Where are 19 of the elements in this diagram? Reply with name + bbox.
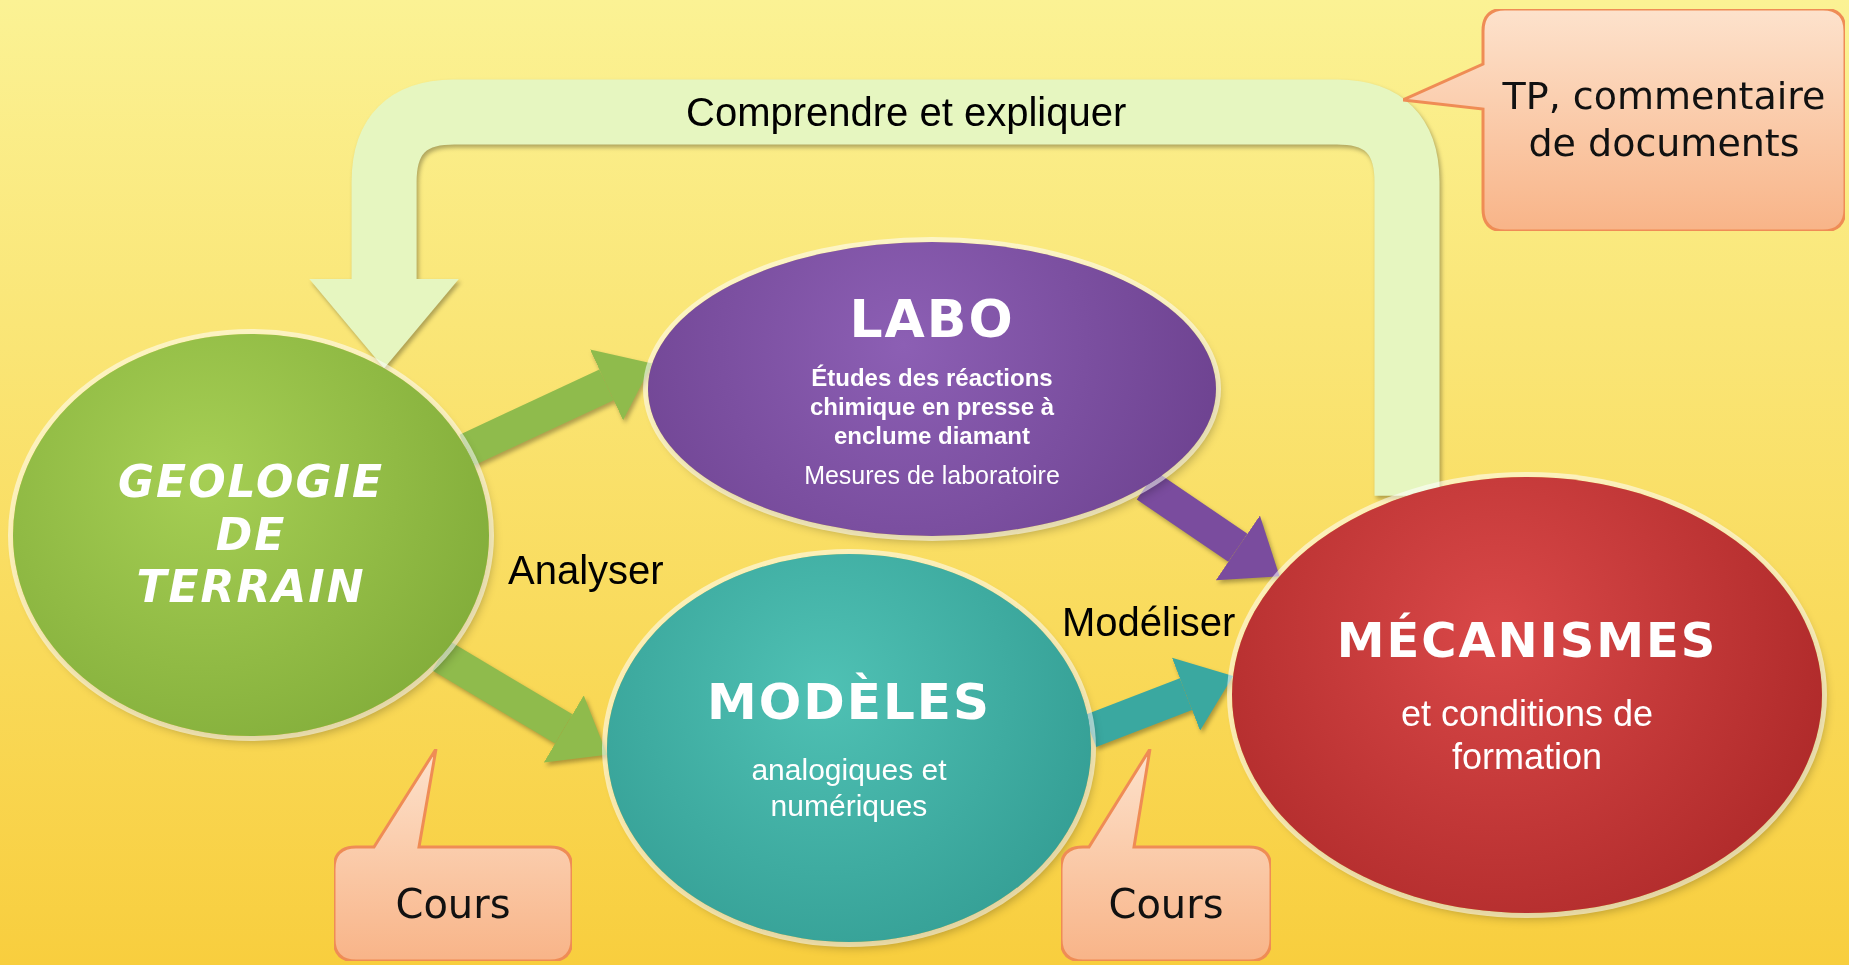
title-text: GEOLOGIE DE TERRAIN	[117, 455, 385, 615]
description-text: Mesures de laboratoire	[804, 460, 1060, 491]
description-text: Études des réactions chimique en presse à enclume diamant	[808, 364, 1056, 451]
speech-bubble	[334, 749, 572, 961]
callout-text: TP, commentaire de documents	[1501, 72, 1827, 167]
description-text: analogiques et numériques	[750, 752, 948, 824]
speech-bubble	[1403, 9, 1845, 231]
step-label: Modéliser	[1062, 600, 1236, 645]
title-text: MODÈLES	[707, 672, 991, 732]
block-arrow	[459, 349, 653, 466]
description-text: et conditions de formation	[1399, 691, 1655, 778]
title-text: MÉCANISMES	[1336, 612, 1718, 670]
callout-text: Cours	[394, 880, 512, 929]
block-arrow	[309, 79, 1440, 496]
step-label: Analyser	[508, 548, 664, 593]
block-arrow	[432, 641, 608, 763]
title-text: LABO	[849, 287, 1015, 350]
callout-text: Cours	[1107, 880, 1225, 929]
speech-bubble	[1061, 749, 1271, 961]
